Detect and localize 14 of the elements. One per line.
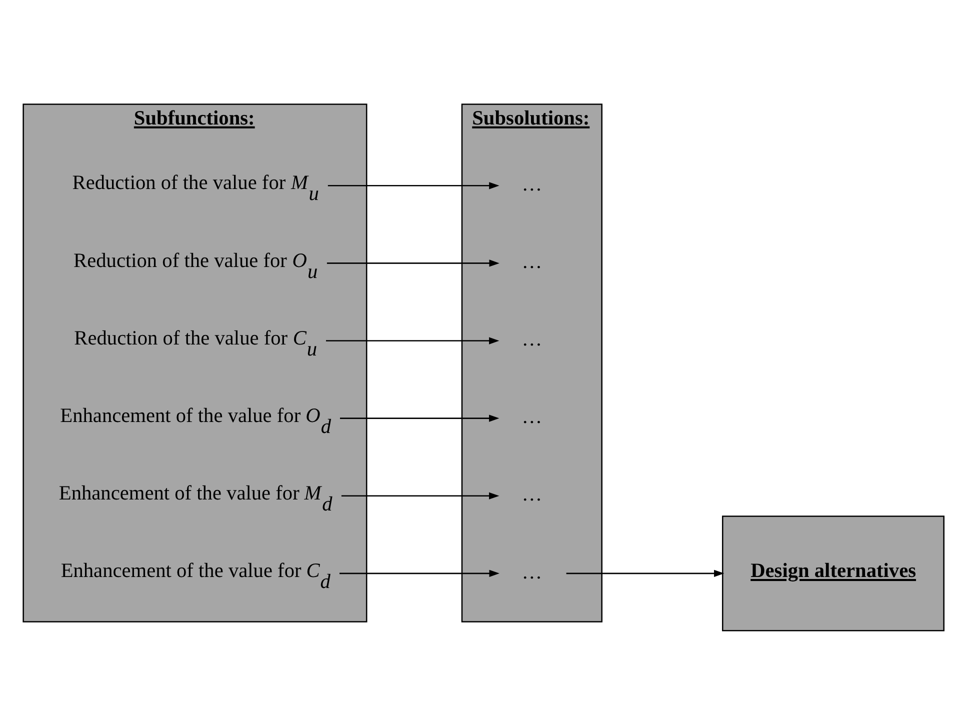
arrow: [566, 570, 724, 577]
arrow: [326, 260, 500, 267]
arrow: [340, 570, 500, 577]
node-text: …: [522, 406, 542, 428]
arrow: [340, 414, 500, 422]
node-text: …: [522, 484, 542, 506]
node-text: …: [522, 561, 542, 584]
arrow: [328, 182, 500, 190]
node-text: …: [522, 173, 542, 196]
arrow: [326, 337, 500, 344]
arrow: [341, 492, 500, 500]
node-box: Design alternatives: [722, 516, 944, 632]
node-text: …: [522, 251, 542, 274]
node-text: …: [522, 328, 542, 351]
